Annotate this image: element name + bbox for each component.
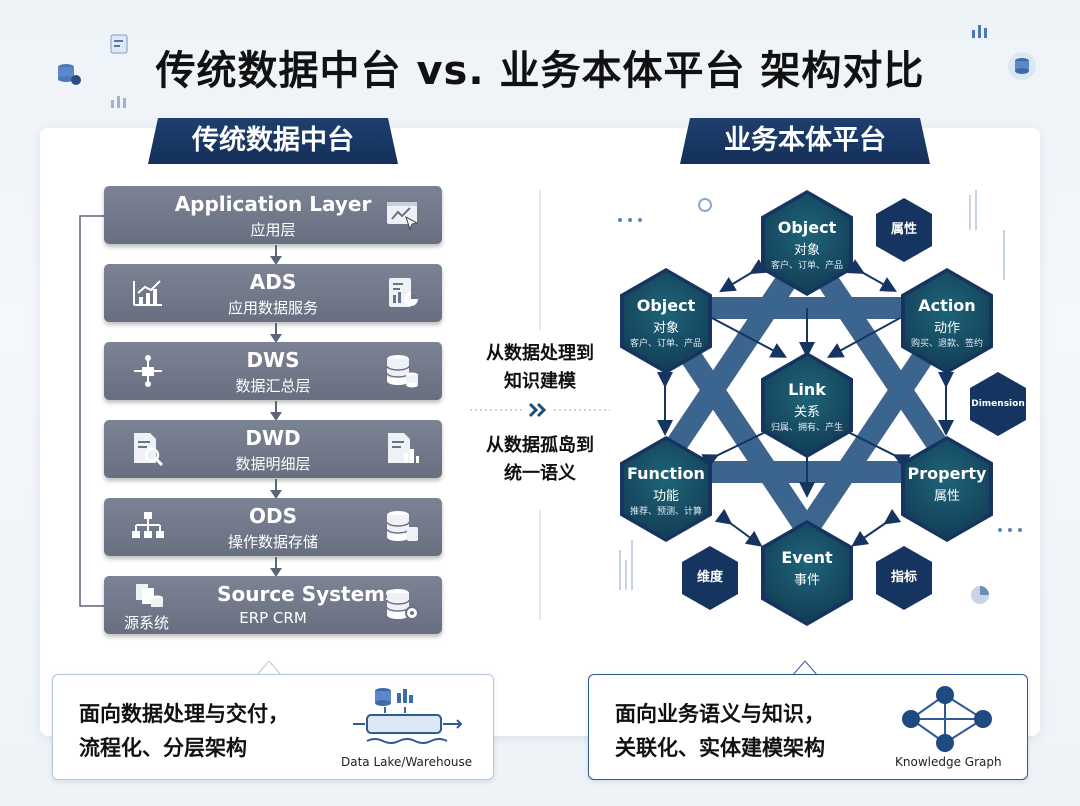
flow-nodes-icon <box>134 355 162 387</box>
arrow-down-icon <box>270 245 282 265</box>
layer-title: ADS <box>249 270 297 294</box>
layer-subtitle: 操作数据存储 <box>227 533 318 551</box>
node-title: Action <box>918 296 976 315</box>
arrow-down-icon <box>270 401 282 421</box>
node-event: Event 事件 <box>761 520 853 626</box>
pointer-triangle <box>256 660 282 676</box>
layer-title: ODS <box>248 504 297 528</box>
report-chart-icon <box>389 278 418 307</box>
node-desc: 购买、退款、签约 <box>910 339 983 349</box>
database-gear-icon <box>386 589 419 620</box>
application-screen-icon <box>387 202 419 231</box>
middle-text-line: 统一语义 <box>504 463 576 484</box>
files-icon <box>136 584 163 607</box>
node-title: Object <box>636 296 696 315</box>
node-desc: 客户、订单、产品 <box>770 261 843 271</box>
node-cn: 动作 <box>933 321 960 336</box>
left-header: 传统数据中台 <box>148 118 398 164</box>
knowledge-graph-icon <box>902 686 992 752</box>
middle-text-processing: 从数据处理到 知识建模 <box>460 340 620 396</box>
feedback-loop-line <box>79 215 104 607</box>
layer-ods: ODS 操作数据存储 <box>104 498 442 556</box>
layer-subtitle: ERP CRM <box>239 609 307 627</box>
middle-text-line: 从数据处理到 <box>486 343 594 364</box>
summary-line: 关联化、实体建模架构 <box>615 736 825 760</box>
node-function: Function 功能 推荐、预测、计算 <box>620 436 712 542</box>
summary-line: 流程化、分层架构 <box>79 736 247 760</box>
node-cn: 属性 <box>933 489 960 504</box>
database-icon <box>386 355 418 388</box>
bar-report-icon <box>388 433 419 463</box>
node-title: Function <box>627 464 705 483</box>
source-systems-cn: 源系统 <box>124 614 170 632</box>
trend-chart-icon <box>133 280 162 306</box>
node-metric: 指标 <box>876 546 932 610</box>
summary-text: 面向业务语义与知识， 关联化、实体建模架构 <box>615 697 825 765</box>
data-lake-caption: Data Lake/Warehouse <box>341 755 473 769</box>
layer-subtitle: 数据明细层 <box>235 455 311 473</box>
layer-ads: ADS 应用数据服务 <box>104 264 442 322</box>
node-cn: 对象 <box>652 321 679 336</box>
summary-line: 面向业务语义与知识， <box>615 702 825 726</box>
ontology-network-lines <box>618 190 1022 604</box>
layer-title: DWD <box>245 426 301 450</box>
bars-deco-icon <box>111 96 126 108</box>
arrow-down-icon <box>270 479 282 499</box>
center-divider <box>539 190 541 620</box>
node-title: Link <box>788 380 826 399</box>
middle-text-semantics: 从数据孤岛到 统一语义 <box>460 432 620 488</box>
summary-line: 面向数据处理与交付， <box>79 702 289 726</box>
document-deco-icon <box>110 34 128 54</box>
node-title: Property <box>907 464 987 483</box>
layer-title: Source Systems <box>217 582 397 606</box>
node-desc: 归属、拥有、产生 <box>770 423 843 433</box>
database-deco-icon-right <box>1008 52 1036 80</box>
page-title: 传统数据中台 vs. 业务本体平台 架构对比 <box>155 48 925 94</box>
node-desc: 客户、订单、产品 <box>629 339 702 349</box>
summary-text: 面向数据处理与交付， 流程化、分层架构 <box>79 697 289 765</box>
node-cn: 对象 <box>793 243 820 258</box>
knowledge-graph-caption: Knowledge Graph <box>895 755 1002 769</box>
node-cn: 事件 <box>793 573 820 588</box>
layer-source-systems: 源系统 Source Systems ERP CRM <box>104 576 442 634</box>
hierarchy-icon <box>132 512 164 538</box>
node-cn: 功能 <box>652 489 679 504</box>
database-stack-icon <box>386 511 418 541</box>
layer-title: DWS <box>246 348 300 372</box>
layer-application: Application Layer 应用层 <box>104 186 442 244</box>
node-cn: 关系 <box>793 405 820 420</box>
double-chevron-icon <box>470 402 610 418</box>
summary-box-left: 面向数据处理与交付， 流程化、分层架构 Data Lake/Warehouse <box>52 674 494 780</box>
node-title: Object <box>777 218 837 237</box>
bars-deco-icon-right <box>972 25 987 38</box>
layer-subtitle: 应用层 <box>250 221 296 239</box>
document-search-icon <box>134 433 164 467</box>
node-dimension: 维度 <box>682 546 738 610</box>
pointer-triangle <box>792 660 818 676</box>
summary-box-right: 面向业务语义与知识， 关联化、实体建模架构 Knowledge Graph <box>588 674 1028 780</box>
layer-dwd: DWD 数据明细层 <box>104 420 442 478</box>
node-desc: 推荐、预测、计算 <box>629 507 702 517</box>
database-deco-icon <box>58 64 81 85</box>
layer-subtitle: 数据汇总层 <box>235 377 311 395</box>
right-header: 业务本体平台 <box>680 118 930 164</box>
middle-text-line: 从数据孤岛到 <box>486 435 594 456</box>
middle-text-line: 知识建模 <box>504 371 576 392</box>
layer-subtitle: 应用数据服务 <box>227 299 318 317</box>
node-title: Event <box>781 548 833 567</box>
arrow-down-icon <box>270 323 282 343</box>
arrow-down-icon <box>270 557 282 577</box>
layer-dws: DWS 数据汇总层 <box>104 342 442 400</box>
data-lake-icon <box>353 688 463 744</box>
layer-title: Application Layer <box>174 192 372 216</box>
